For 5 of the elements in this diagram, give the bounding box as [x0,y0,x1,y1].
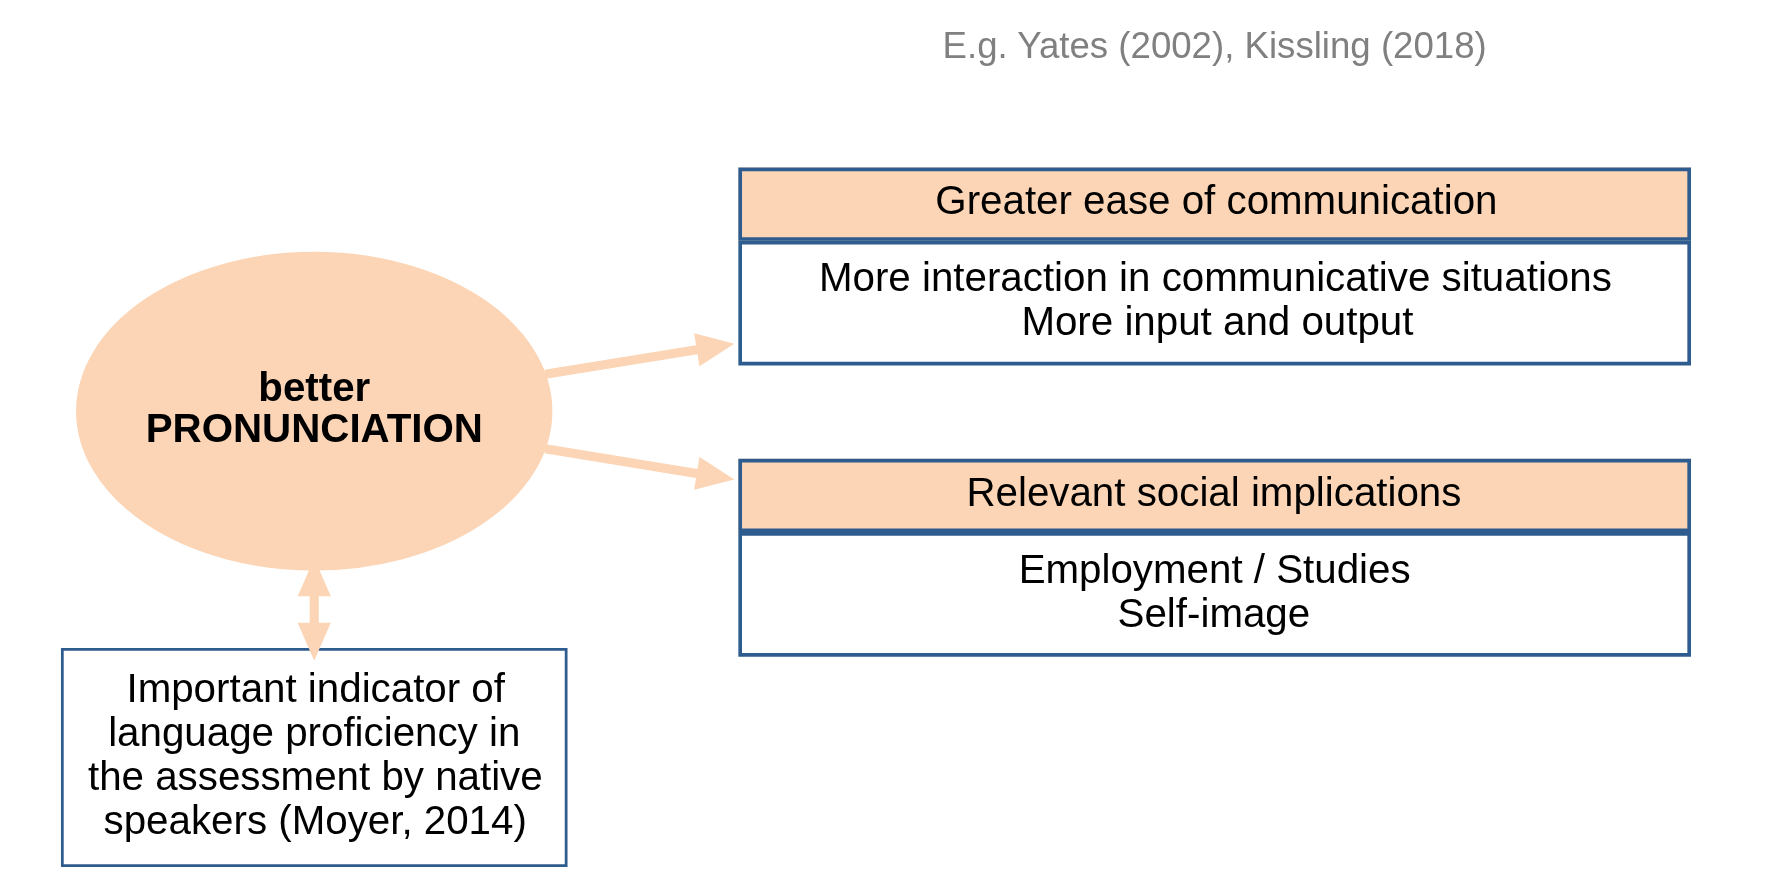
label: E.g. Yates (2002), Kissling (2018) [942,24,1487,66]
arrow [544,444,734,490]
node-box: Important indicator of language proficiency in the assessment by native speakers (Moyer, 2014) [60,647,567,867]
node-ellipse: better PRONUNCIATION [75,251,552,571]
arrow [544,333,734,379]
